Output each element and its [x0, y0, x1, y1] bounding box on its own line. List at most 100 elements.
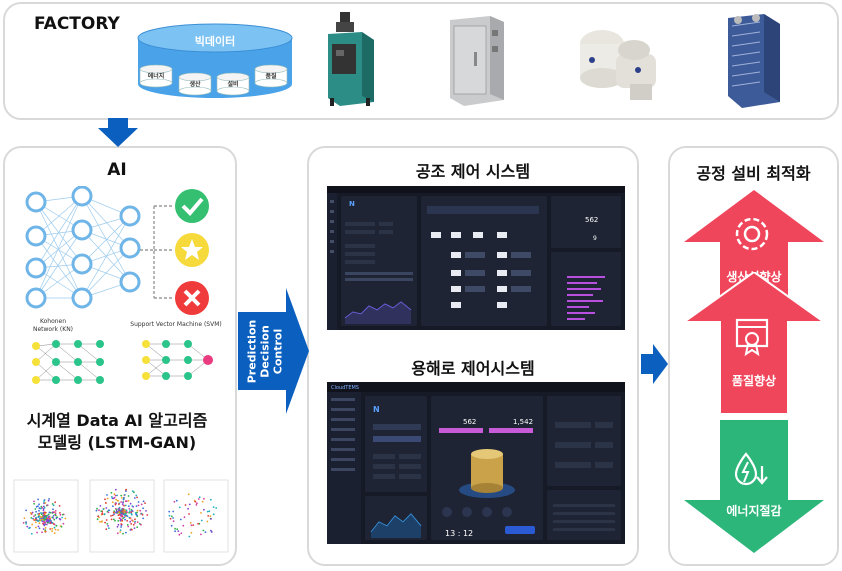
scatter-point — [118, 509, 120, 511]
scatter-point — [117, 514, 120, 517]
scatter-point — [198, 496, 201, 499]
scatter-point — [215, 507, 218, 509]
scatter-point — [98, 509, 100, 512]
scatter-point — [142, 517, 144, 520]
scatter-point — [134, 518, 136, 521]
scatter-point — [54, 528, 57, 531]
scatter-point — [115, 498, 118, 501]
scatter-point — [114, 494, 117, 497]
scatter-point — [180, 532, 183, 535]
scatter-point — [38, 522, 41, 525]
scatter-point — [123, 494, 126, 496]
scatter-point — [122, 504, 125, 507]
scatter-point — [119, 519, 122, 522]
scatter-point — [137, 504, 140, 507]
scatter-point — [35, 505, 38, 508]
scatter-point — [125, 490, 127, 492]
scatter-point — [25, 521, 27, 523]
furnace-control-title: 용해로 제어시스템 — [411, 359, 535, 378]
scatter-point — [38, 515, 41, 518]
scatter-point — [110, 518, 113, 521]
scatter-point — [96, 518, 99, 521]
scatter-point — [121, 503, 124, 505]
scatter-point — [168, 514, 171, 517]
scatter-point — [135, 505, 138, 507]
scatter-point — [135, 494, 138, 497]
scatter-point — [37, 525, 40, 528]
scatter-point — [133, 497, 136, 499]
scatter-point — [40, 507, 42, 510]
bigdata-item-quality: 품질 — [265, 73, 277, 80]
scatter-point — [197, 522, 199, 525]
scatter-point — [53, 532, 56, 534]
cloudtems-logo: CloudTEMS — [331, 385, 359, 391]
prediction-arrow-label: Prediction Decision Control — [239, 300, 291, 402]
energy-arrow — [684, 420, 824, 553]
bigdata-item-energy: 에너지 — [147, 73, 165, 80]
scatter-point — [35, 526, 37, 529]
scatter-point — [133, 527, 136, 529]
scatter-point — [43, 511, 46, 514]
scatter-point — [139, 509, 142, 512]
scatter-point — [133, 491, 135, 494]
scatter-point — [207, 515, 210, 517]
scatter-point — [41, 531, 43, 534]
control-label: Control — [271, 328, 285, 374]
scatter-point — [39, 519, 42, 522]
scatter-point — [200, 533, 202, 536]
scatter-point — [25, 523, 28, 525]
data-cylinder-production — [178, 72, 212, 96]
scatter-point — [101, 513, 104, 516]
scatter-point — [41, 520, 44, 523]
scatter-point — [188, 513, 190, 515]
scatter-point — [168, 510, 171, 513]
scatter-point — [121, 510, 123, 513]
scatter-point — [135, 514, 138, 516]
scatter-point — [55, 525, 58, 527]
scatter-point — [43, 520, 45, 523]
scatter-point — [212, 513, 215, 516]
scatter-point — [126, 519, 129, 522]
scatter-point — [40, 512, 42, 514]
bigdata-item-production: 생산 — [189, 81, 201, 88]
scatter-point — [115, 511, 117, 514]
scatter-point — [203, 497, 205, 500]
scatter-point — [106, 494, 108, 496]
scatter-point — [110, 491, 113, 494]
bigdata-cylinder — [137, 23, 293, 98]
scatter-point — [118, 506, 121, 509]
scatter-point — [208, 510, 211, 513]
scatter-point — [99, 520, 101, 523]
scatter-plot-3 — [163, 479, 229, 553]
scatter-point — [118, 511, 121, 514]
scatter-point — [44, 523, 47, 526]
scatter-point — [192, 524, 195, 526]
scatter-point — [42, 528, 45, 530]
scatter-point — [172, 510, 175, 513]
scatter-point — [122, 501, 124, 504]
scatter-point — [59, 513, 62, 516]
scatter-point — [179, 518, 182, 521]
control-cabinet-image — [450, 16, 504, 106]
decision-label: Decision — [258, 324, 272, 378]
scatter-point — [127, 505, 130, 507]
data-cylinder-equipment — [216, 72, 250, 96]
scatter-point — [194, 500, 197, 503]
scatter-point — [125, 488, 127, 491]
scatter-point — [201, 500, 204, 503]
scatter-point — [54, 501, 57, 504]
scatter-point — [203, 508, 205, 511]
certificate-icon — [735, 318, 769, 357]
scatter-point — [51, 521, 53, 524]
scatter-point — [114, 488, 117, 491]
scatter-point — [33, 515, 35, 517]
scatter-point — [118, 503, 120, 505]
scatter-point — [123, 511, 126, 514]
scatter-point — [125, 531, 127, 534]
scatter-point — [127, 500, 130, 502]
scatter-point — [105, 528, 108, 531]
scatter-point — [43, 506, 46, 509]
scatter-point — [197, 498, 200, 500]
scatter-point — [128, 510, 131, 512]
bigdata-item-equipment: 설비 — [227, 81, 239, 88]
